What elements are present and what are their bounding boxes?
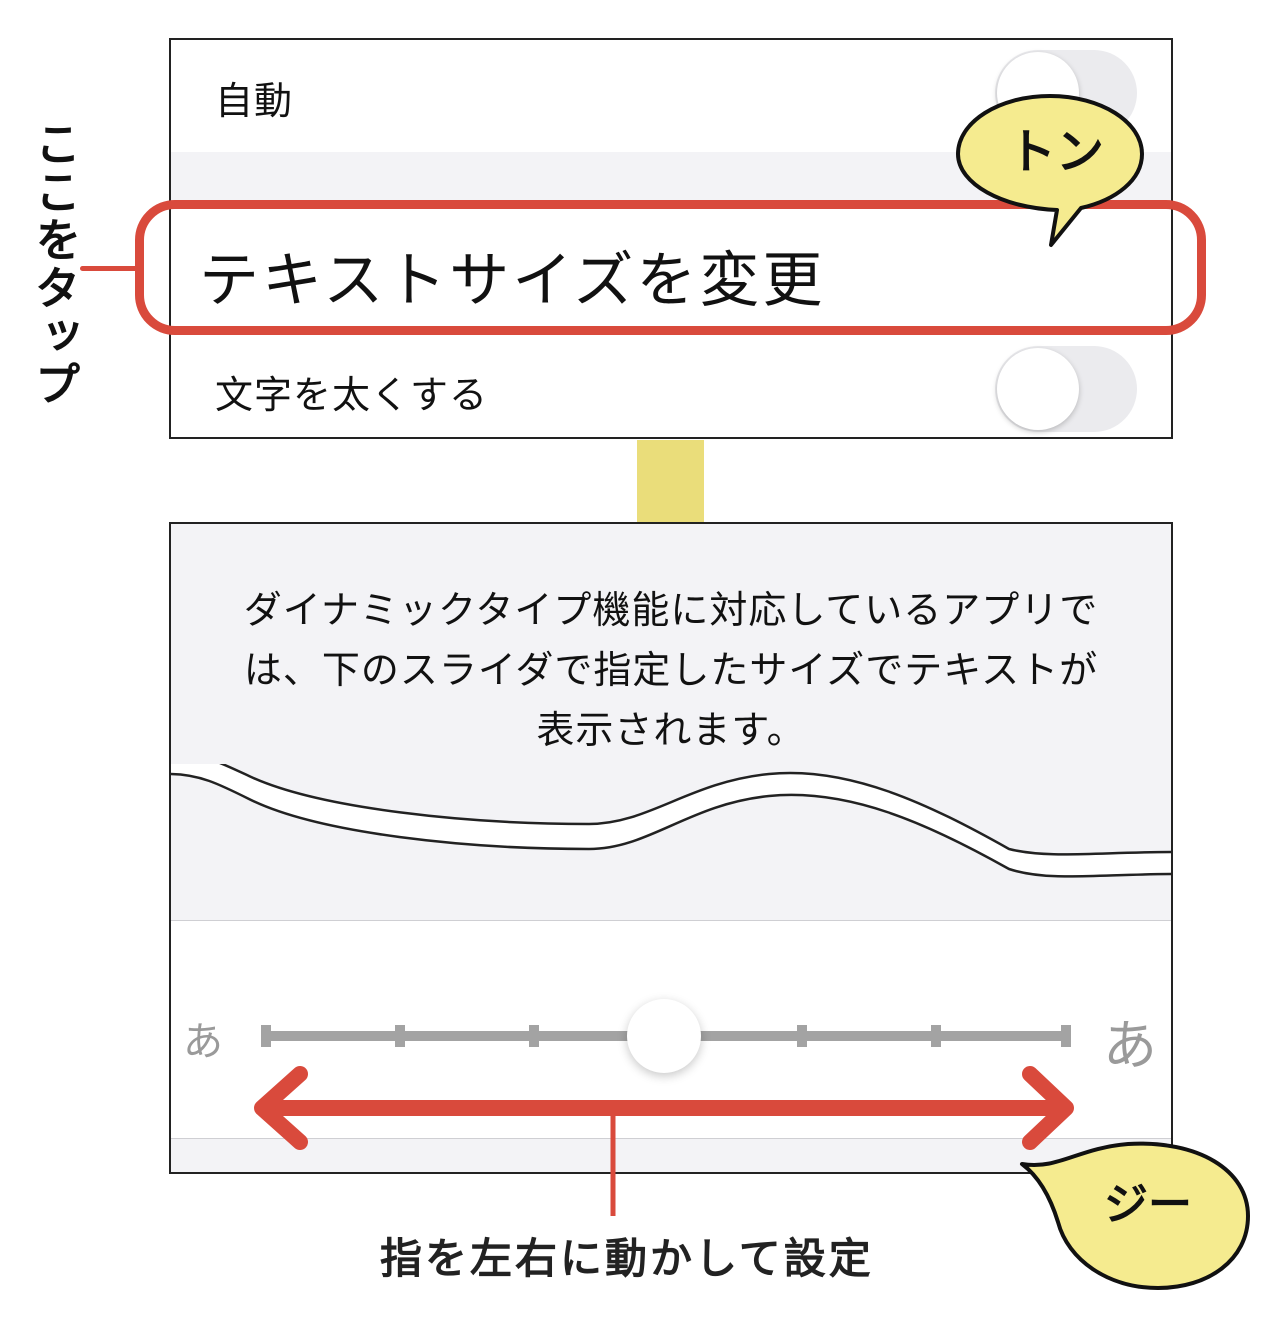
drag-sound-text: ジー [1104, 1179, 1192, 1230]
text-size-panel: ダイナミックタイプ機能に対応しているアプリでは、下のスライダで指定したサイズでテ… [169, 522, 1173, 1174]
text-size-slider-knob[interactable] [627, 999, 701, 1073]
highlight-frame [135, 200, 1206, 335]
setting-label-auto: 自動 [215, 79, 294, 123]
step-connector [637, 440, 704, 524]
bold-text-toggle[interactable] [995, 346, 1137, 432]
slider-tick [261, 1025, 271, 1047]
tap-here-annotation: ここをタップ [28, 120, 82, 408]
setting-row-bold-text[interactable]: 文字を太くする [171, 338, 1171, 437]
text-size-description: ダイナミックタイプ機能に対応しているアプリでは、下のスライダで指定したサイズでテ… [243, 588, 1099, 752]
toggle-knob [997, 348, 1079, 430]
large-text-glyph: あ [1103, 1014, 1157, 1077]
setting-row-change-text-size[interactable]: テキストサイズを変更 [171, 202, 1171, 338]
panel-footer [171, 1138, 1171, 1172]
speech-bubble-drag-icon [1020, 1141, 1250, 1290]
slider-tick [1061, 1025, 1071, 1047]
cut-wave-divider [171, 764, 1171, 878]
tap-connector-line [80, 266, 138, 271]
slider-tick [931, 1025, 941, 1047]
tap-sound-text: トン [1008, 124, 1105, 180]
speech-bubble-tap-icon [956, 94, 1144, 247]
slider-tick [395, 1025, 405, 1047]
double-arrow-icon [254, 1066, 1074, 1216]
setting-label-change-text-size: テキストサイズを変更 [199, 246, 826, 316]
setting-label-bold-text: 文字を太くする [215, 373, 489, 417]
slider-tick [797, 1025, 807, 1047]
drag-instruction-label: 指を左右に動かして設定 [380, 1234, 874, 1283]
slider-tick [529, 1025, 539, 1047]
small-text-glyph: あ [183, 1019, 223, 1065]
